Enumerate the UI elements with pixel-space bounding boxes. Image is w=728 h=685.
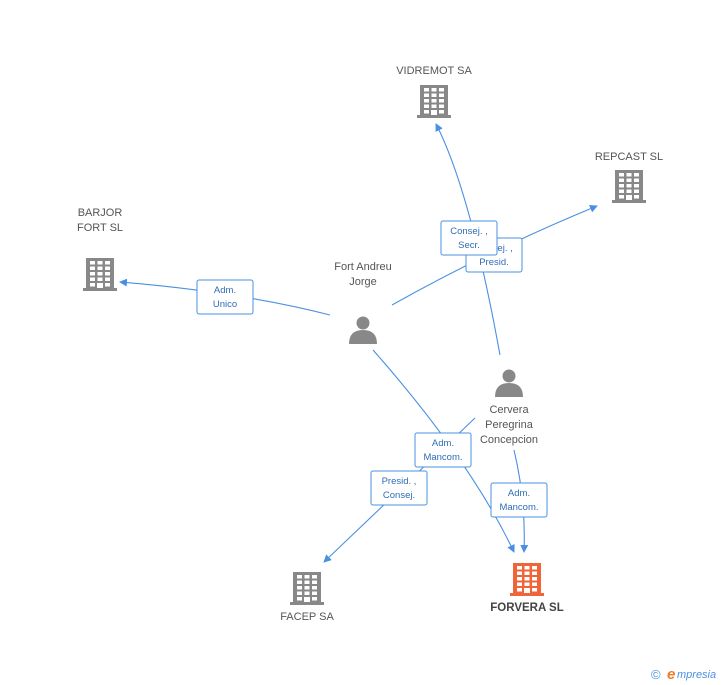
brand-name: mpresia [677, 669, 716, 681]
edge-label-box [370, 470, 428, 506]
edge-label-text: Presid. [479, 257, 509, 268]
edge-label-text: Mancom. [499, 502, 538, 513]
building-icon [612, 170, 646, 203]
node-facep[interactable]: FACEP SA [280, 572, 334, 623]
node-vidremot[interactable]: VIDREMOT SA [396, 65, 472, 118]
building-icon [290, 572, 324, 605]
edge-label-text: Secr. [458, 240, 480, 251]
edge-label-e-cervera-forvera[interactable]: Adm. Mancom. [490, 482, 548, 518]
node-label: FORVERA SL [490, 602, 563, 614]
edge-label-e-fort-barjor[interactable]: Adm. Unico [196, 279, 254, 315]
node-label: Peregrina [485, 419, 534, 431]
node-label: BARJOR [78, 207, 123, 219]
node-label: Fort Andreu [334, 261, 391, 273]
edge-label-text: Mancom. [423, 452, 462, 463]
node-label: FORT SL [77, 222, 123, 234]
brand-logo: © e mpresia [651, 666, 716, 683]
edge-label-e-fort-forvera[interactable]: Adm. Mancom. [414, 432, 472, 468]
node-label: Concepcion [480, 434, 538, 446]
edge-label-box [196, 279, 254, 315]
edge-label-box [440, 220, 498, 256]
edge-labels-layer: Adm. Unico Consej. , Presid.Consej. , Secr. A… [196, 220, 548, 518]
brand-e: e [667, 666, 675, 683]
person-icon [349, 316, 377, 344]
edge-line [435, 123, 501, 356]
edge-label-text: Presid. , [382, 476, 417, 487]
edge-label-box [490, 482, 548, 518]
edge-label-text: Unico [213, 299, 237, 310]
edge-label-text: Consej. [383, 490, 415, 501]
node-label: VIDREMOT SA [396, 65, 472, 77]
copyright-icon: © [651, 667, 661, 682]
node-forvera[interactable]: FORVERA SL [490, 563, 564, 614]
node-label: Cervera [489, 404, 529, 416]
person-icon [495, 369, 523, 397]
edge-label-box [414, 432, 472, 468]
node-label: REPCAST SL [595, 151, 663, 163]
building-icon [83, 258, 117, 291]
edge-label-text: Adm. [508, 488, 530, 499]
edge-label-e-fort-vidremot[interactable]: Consej. , Secr. [440, 220, 498, 256]
building-icon [510, 563, 544, 596]
edge-label-text: Consej. , [450, 226, 488, 237]
node-barjor[interactable]: BARJOR FORT SL [77, 207, 123, 291]
edge-label-e-cervera-facep[interactable]: Presid. , Consej. [370, 470, 428, 506]
node-label: FACEP SA [280, 611, 334, 623]
nodes-layer: VIDREMOT SA REPCAST SL BARJOR FORT SL Fort A… [77, 65, 663, 623]
node-repcast[interactable]: REPCAST SL [595, 151, 663, 203]
building-icon [417, 85, 451, 118]
edge-label-text: Adm. [214, 285, 236, 296]
edge-label-text: Adm. [432, 438, 454, 449]
node-label: Jorge [349, 276, 377, 288]
